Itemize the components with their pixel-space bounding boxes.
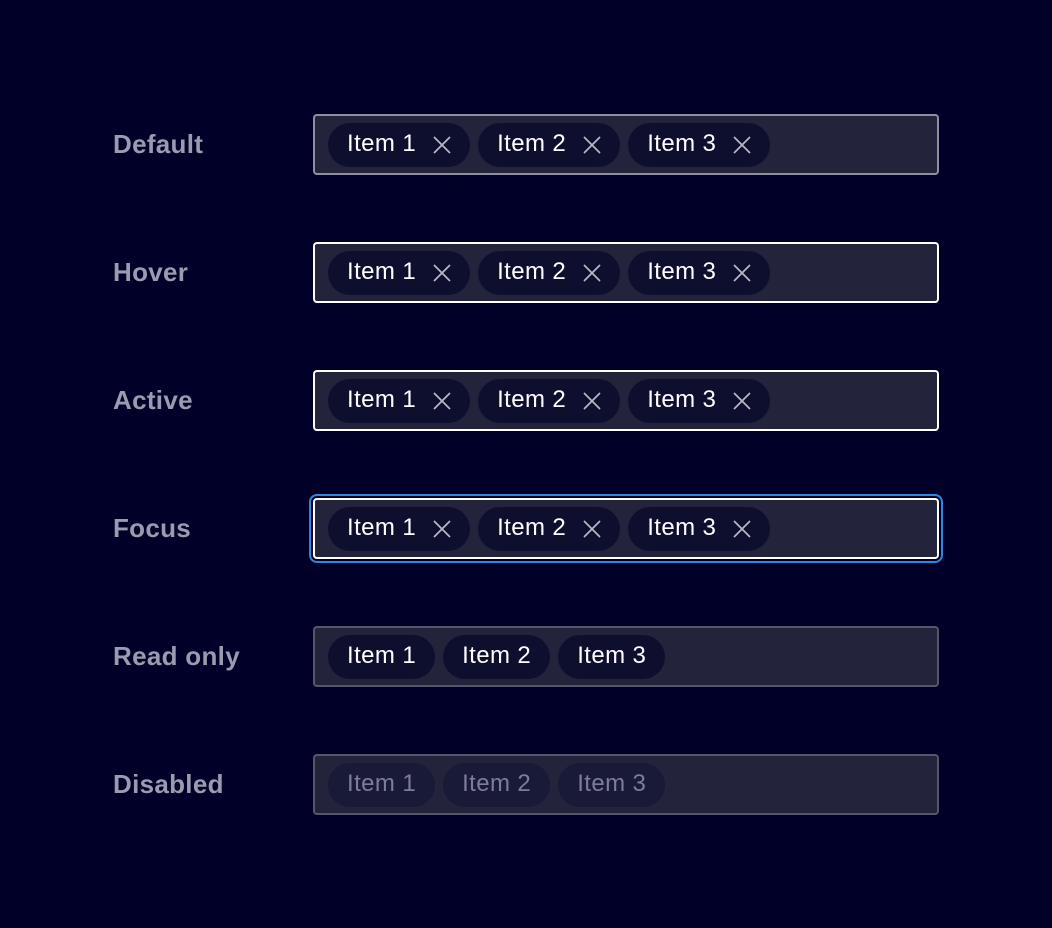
chip-remove-button[interactable]: [729, 516, 755, 542]
chip-input-field-hover[interactable]: Item 1 Item 2 Item 3: [313, 242, 939, 303]
state-row-readonly: Read only Item 1 Item 2 Item 3: [113, 626, 1052, 687]
close-icon: [581, 134, 603, 156]
chip-label: Item 1: [347, 257, 417, 285]
chip: Item 1: [328, 762, 436, 807]
chip: Item 2: [443, 634, 551, 679]
chip-remove-button[interactable]: [579, 260, 605, 286]
chip-label: Item 3: [577, 769, 647, 797]
chip: Item 1: [328, 506, 471, 551]
chip-remove-button[interactable]: [579, 388, 605, 414]
close-icon: [431, 262, 453, 284]
chip: Item 3: [628, 122, 771, 167]
chip-remove-button[interactable]: [429, 516, 455, 542]
chip: Item 2: [443, 762, 551, 807]
state-label: Read only: [113, 641, 240, 671]
chip-remove-button[interactable]: [429, 132, 455, 158]
close-icon: [431, 518, 453, 540]
state-row-focus: Focus Item 1 Item 2 Item 3: [113, 494, 1052, 563]
chip-label: Item 3: [577, 641, 647, 669]
chip-remove-button[interactable]: [729, 132, 755, 158]
chip-label: Item 3: [647, 513, 717, 541]
state-label: Hover: [113, 257, 189, 287]
chip-label: Item 1: [347, 513, 417, 541]
close-icon: [731, 134, 753, 156]
chip: Item 2: [478, 378, 621, 423]
chip: Item 3: [628, 250, 771, 295]
close-icon: [431, 134, 453, 156]
chip-label: Item 3: [647, 257, 717, 285]
close-icon: [731, 262, 753, 284]
close-icon: [431, 390, 453, 412]
chip-label: Item 1: [347, 129, 417, 157]
chip: Item 3: [558, 762, 666, 807]
chip-remove-button[interactable]: [429, 388, 455, 414]
chip: Item 1: [328, 634, 436, 679]
close-icon: [581, 390, 603, 412]
close-icon: [731, 390, 753, 412]
chip-remove-button[interactable]: [579, 516, 605, 542]
close-icon: [731, 518, 753, 540]
state-label: Active: [113, 385, 193, 415]
chip: Item 2: [478, 122, 621, 167]
chip-label: Item 2: [497, 129, 567, 157]
chip: Item 1: [328, 378, 471, 423]
state-row-active: Active Item 1 Item 2 Item 3: [113, 370, 1052, 431]
chip-input-field-default[interactable]: Item 1 Item 2 Item 3: [313, 114, 939, 175]
chip-label: Item 3: [647, 129, 717, 157]
close-icon: [581, 262, 603, 284]
chip: Item 3: [558, 634, 666, 679]
chip-remove-button[interactable]: [579, 132, 605, 158]
chip-label: Item 2: [462, 769, 532, 797]
chip-label: Item 2: [497, 385, 567, 413]
chip-label: Item 3: [647, 385, 717, 413]
state-label: Default: [113, 129, 204, 159]
state-label: Disabled: [113, 769, 224, 799]
chip-remove-button[interactable]: [729, 388, 755, 414]
chip-label: Item 1: [347, 769, 417, 797]
state-row-disabled: Disabled Item 1 Item 2 Item 3: [113, 754, 1052, 815]
chip: Item 1: [328, 250, 471, 295]
chip-label: Item 2: [497, 513, 567, 541]
chip-input-field-focus[interactable]: Item 1 Item 2 Item 3: [309, 494, 943, 563]
close-icon: [581, 518, 603, 540]
chip-label: Item 2: [462, 641, 532, 669]
chip-input-field-readonly[interactable]: Item 1 Item 2 Item 3: [313, 626, 939, 687]
chip-input-field-disabled: Item 1 Item 2 Item 3: [313, 754, 939, 815]
chip-label: Item 1: [347, 385, 417, 413]
chip-input-field-active[interactable]: Item 1 Item 2 Item 3: [313, 370, 939, 431]
chip-remove-button[interactable]: [429, 260, 455, 286]
chip-label: Item 1: [347, 641, 417, 669]
chip-remove-button[interactable]: [729, 260, 755, 286]
chip-label: Item 2: [497, 257, 567, 285]
chip: Item 3: [628, 378, 771, 423]
state-row-default: Default Item 1 Item 2 Item 3: [113, 114, 1052, 175]
chip: Item 2: [478, 250, 621, 295]
chip: Item 3: [628, 506, 771, 551]
state-row-hover: Hover Item 1 Item 2 Item 3: [113, 242, 1052, 303]
state-label: Focus: [113, 513, 192, 543]
chip: Item 1: [328, 122, 471, 167]
chip: Item 2: [478, 506, 621, 551]
